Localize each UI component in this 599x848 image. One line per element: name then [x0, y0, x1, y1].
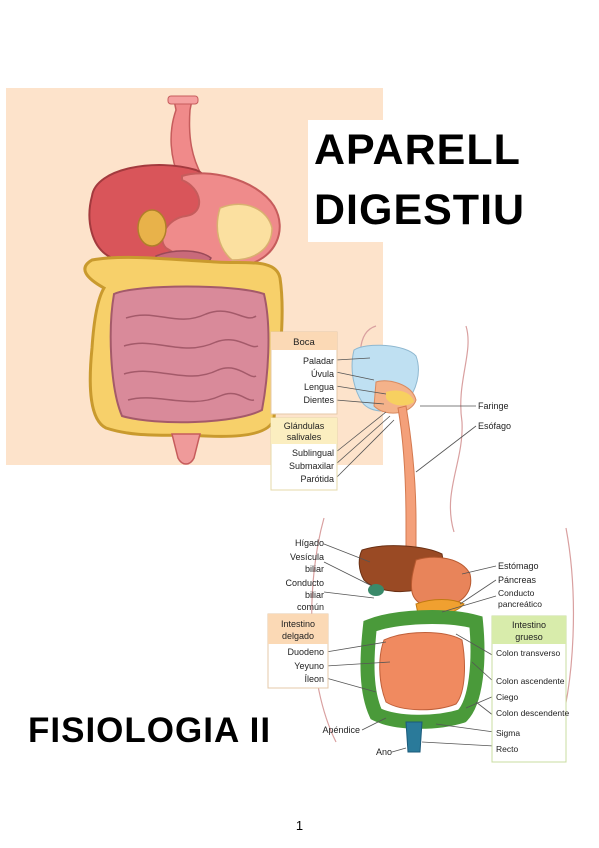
- label-parotida: Parótida: [300, 474, 334, 484]
- rectum-shape: [171, 433, 201, 465]
- grueso-header-2: grueso: [515, 632, 543, 642]
- label-conducto-2: biliar: [305, 590, 324, 600]
- small-intestine-diagram: [379, 632, 465, 711]
- leader-lines: [323, 357, 497, 753]
- label-sublingual: Sublingual: [292, 448, 334, 458]
- label-vesicula-2: biliar: [305, 564, 324, 574]
- esophagus-diagram: [397, 405, 417, 559]
- label-ileon: Íleon: [304, 674, 324, 684]
- title-block: APARELL DIGESTIU: [308, 120, 560, 242]
- title-line-2: DIGESTIU: [314, 186, 526, 234]
- label-uvula: Úvula: [311, 369, 334, 379]
- label-higado: Hígado: [295, 538, 324, 548]
- label-vesicula-1: Vesícula: [290, 552, 324, 562]
- tongue-shape: [386, 390, 414, 406]
- label-dientes: Dientes: [303, 395, 334, 405]
- label-ano: Ano: [376, 747, 392, 757]
- label-submaxilar: Submaxilar: [289, 461, 334, 471]
- page-number: 1: [295, 818, 304, 833]
- gallbladder-shape: [137, 209, 167, 247]
- intestine-folds: [123, 310, 259, 403]
- label-yeyuno: Yeyuno: [294, 661, 324, 671]
- label-conducto-3: común: [297, 602, 324, 612]
- subtitle: FISIOLOGIA II: [28, 711, 272, 750]
- label-sigma: Sigma: [496, 728, 520, 738]
- boca-box: Boca Paladar Úvula Lengua Dientes: [270, 331, 338, 415]
- rectum-diagram: [405, 721, 423, 753]
- delgado-header-2: delgado: [282, 631, 314, 641]
- gallbladder-diagram: [368, 584, 384, 596]
- label-conducto-pancreatico-1: Conducto: [498, 588, 535, 598]
- large-intestine-diagram: [360, 610, 485, 729]
- label-duodeno: Duodeno: [287, 647, 324, 657]
- label-colon-transverso: Colon transverso: [496, 648, 561, 658]
- label-colon-descendente: Colon descendente: [496, 708, 570, 718]
- label-conducto-pancreatico-2: pancreático: [498, 599, 542, 609]
- label-conducto-1: Conducto: [285, 578, 324, 588]
- label-ciego: Ciego: [496, 692, 518, 702]
- small-intestine-shape: [109, 285, 270, 424]
- glandulas-header-1: Glándulas: [284, 421, 325, 431]
- label-pancreas: Páncreas: [498, 575, 537, 585]
- delgado-header-1: Intestino: [281, 619, 315, 629]
- grueso-header-1: Intestino: [512, 620, 546, 630]
- esophagus-top: [167, 95, 199, 105]
- cartoon-organs: [83, 95, 284, 465]
- label-lengua: Lengua: [304, 382, 334, 392]
- label-faringe: Faringe: [478, 401, 509, 411]
- label-apendice: Apéndice: [322, 725, 360, 735]
- glandulas-box: Glándulas salivales Sublingual Submaxila…: [270, 417, 338, 491]
- label-colon-ascendente: Colon ascendente: [496, 676, 565, 686]
- intestino-grueso-box: Intestino grueso Colon transverso Colon …: [491, 615, 570, 763]
- label-estomago: Estómago: [498, 561, 539, 571]
- intestino-delgado-box: Intestino delgado Duodeno Yeyuno Íleon: [267, 613, 329, 689]
- label-paladar: Paladar: [303, 356, 334, 366]
- boca-header: Boca: [293, 337, 315, 348]
- anatomy-diagram: Boca Paladar Úvula Lengua Dientes Glándu…: [267, 325, 575, 763]
- glandulas-header-2: salivales: [287, 432, 322, 442]
- label-recto: Recto: [496, 744, 518, 754]
- stomach-contents: [216, 203, 273, 261]
- title-line-1: APARELL: [314, 126, 521, 174]
- label-esofago: Esófago: [478, 421, 511, 431]
